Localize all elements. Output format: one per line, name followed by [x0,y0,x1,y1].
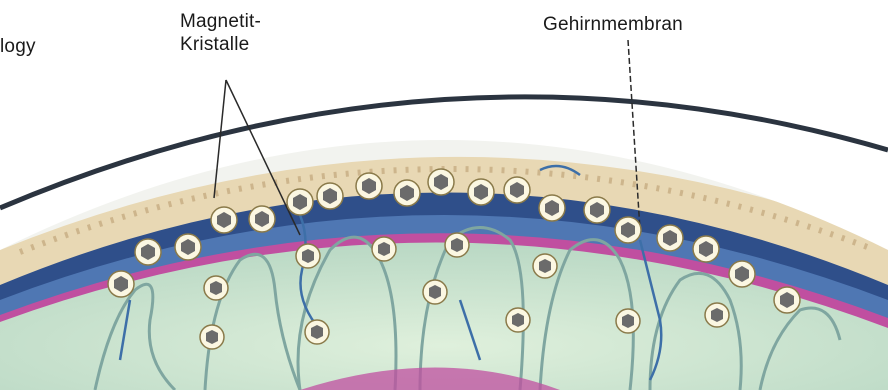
hexagon-crystal-icon [296,244,320,268]
hexagon-crystal-icon [705,303,729,327]
partial-label: logy [0,35,36,58]
hexagon-crystal-icon [135,239,161,265]
brain-membrane-label: Gehirnmembran [543,13,683,36]
hexagon-crystal-icon [539,195,565,221]
hexagon-crystal-icon [657,225,683,251]
hexagon-crystal-icon [356,173,382,199]
hexagon-crystal-icon [504,177,530,203]
hexagon-crystal-icon [394,180,420,206]
hexagon-crystal-icon [468,179,494,205]
hexagon-crystal-icon [305,320,329,344]
hexagon-crystal-icon [204,276,228,300]
hexagon-crystal-icon [616,309,640,333]
hexagon-crystal-icon [200,325,224,349]
hexagon-crystal-icon [445,233,469,257]
hexagon-crystal-icon [423,280,447,304]
hexagon-crystal-icon [211,207,237,233]
hexagon-crystal-icon [287,189,313,215]
hexagon-crystal-icon [108,271,134,297]
hexagon-crystal-icon [175,234,201,260]
hexagon-crystal-icon [729,261,755,287]
hexagon-crystal-icon [693,236,719,262]
hexagon-crystal-icon [249,206,275,232]
magnetite-label-line2: Kristalle [180,33,261,56]
hexagon-crystal-icon [533,254,557,278]
hexagon-crystal-icon [584,197,610,223]
hexagon-crystal-icon [317,183,343,209]
magnetite-label-line1: Magnetit- [180,10,261,33]
hexagon-crystal-icon [615,217,641,243]
magnetite-crystals-label: Magnetit- Kristalle [180,10,261,56]
hexagon-crystal-icon [372,237,396,261]
hexagon-crystal-icon [506,308,530,332]
hexagon-crystal-icon [774,287,800,313]
hexagon-crystal-icon [428,169,454,195]
